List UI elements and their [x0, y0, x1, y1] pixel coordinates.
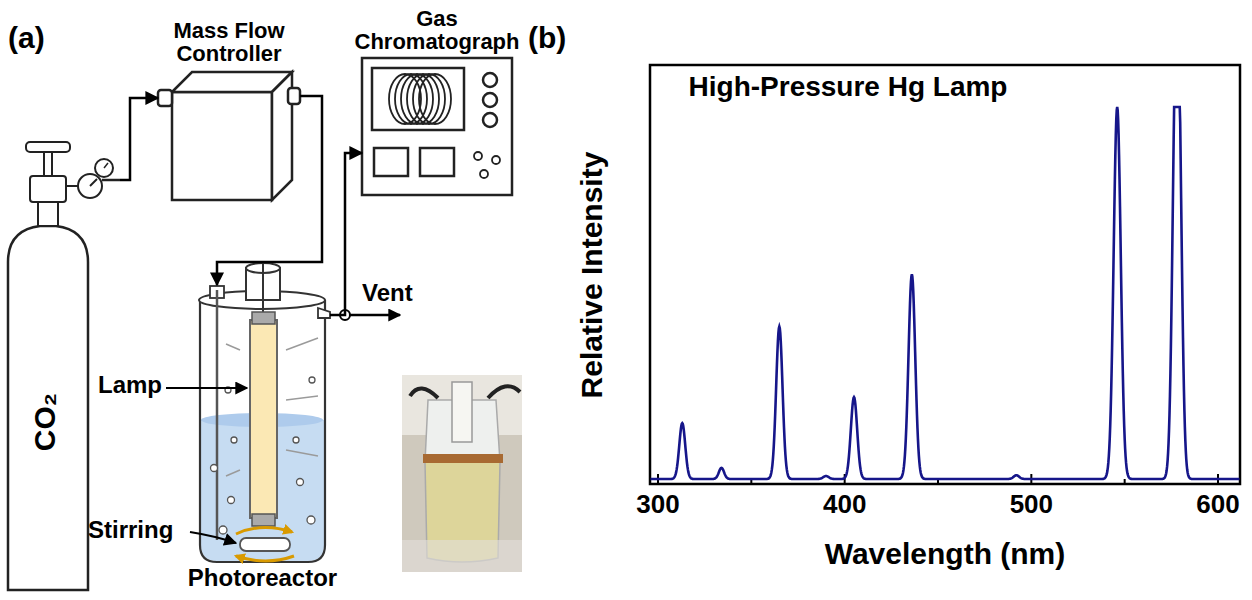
vent-line: [350, 314, 400, 317]
reactor-photo: [410, 388, 438, 398]
light-rays: [226, 344, 240, 350]
leader-line: [190, 532, 236, 543]
gas-bubbles: [297, 479, 304, 486]
stir-bar: [236, 527, 294, 561]
equipment-heading: Gas Chromatograph: [337, 7, 537, 55]
gas-cylinder: [95, 159, 113, 177]
gas-line: [120, 98, 158, 180]
tick-label: 600: [1196, 490, 1239, 518]
part-label: Vent: [362, 280, 413, 306]
gas-cylinder: [44, 150, 52, 176]
part-label: Lamp: [98, 372, 162, 398]
part-label: Stirring: [88, 517, 173, 543]
column-coil: [413, 74, 445, 124]
column-coil: [389, 74, 451, 124]
light-rays: [226, 470, 240, 476]
gas-cylinder: [78, 174, 102, 198]
gas-bubbles: [309, 377, 315, 383]
chart-frame: [650, 65, 1240, 484]
reactor-photo: [402, 540, 522, 572]
tick-label: 500: [1010, 490, 1053, 518]
vent-line: [340, 310, 400, 320]
panel-letter: (b): [528, 22, 566, 54]
gas-chromatograph: [483, 93, 497, 107]
mass-flow-controller: [288, 88, 300, 104]
spectrum-curve: [651, 107, 1240, 479]
gas-cylinder: [30, 176, 66, 202]
gas-bubbles: [211, 377, 316, 534]
leader-line: [166, 387, 247, 389]
mass-flow-controller: [172, 92, 272, 200]
gas-line: [330, 153, 362, 315]
chart-frame: [650, 65, 1240, 484]
lamp-tube: [252, 312, 275, 324]
reactor-photo: [423, 454, 503, 463]
photoreactor-vessel: [199, 262, 330, 562]
axis-title: Wavelength (nm): [825, 538, 1066, 570]
mass-flow-controller: Mass Flow Controller: [158, 70, 300, 202]
leader-line: [166, 388, 247, 543]
reactor-photo: [452, 382, 472, 442]
gas-cylinder: [104, 163, 108, 168]
photoreactor-vessel: [200, 300, 325, 562]
gas-chromatograph: [483, 113, 497, 127]
axis-title: Relative Intensity: [576, 152, 608, 399]
light-rays: [286, 338, 318, 350]
gas-cylinder: [38, 200, 58, 226]
gas-cylinder: [102, 179, 120, 182]
panel-letter: (a): [8, 22, 45, 54]
mass-flow-controller: [158, 72, 300, 200]
gas-bubbles: [231, 437, 237, 443]
gas-chromatograph: [492, 156, 500, 164]
stir-bar: [240, 538, 290, 551]
gas-chromatograph: [374, 148, 408, 176]
gas-chromatograph: [474, 152, 482, 160]
gas-cylinder: [90, 179, 97, 186]
tick-label: 400: [823, 490, 866, 518]
light-rays: [286, 450, 318, 456]
mass-flow-controller: [158, 90, 172, 106]
gas-chromatograph: Gas Chromatograph: [362, 58, 512, 195]
gas-chromatograph: [483, 73, 497, 87]
gas-chromatograph: [362, 58, 512, 195]
axis-tick: [1124, 479, 1126, 484]
gas-bubbles: [293, 437, 299, 443]
cylinder-label: CO₂: [29, 393, 61, 451]
spectrum-curve: [651, 107, 1240, 479]
stir-bar: [236, 556, 294, 561]
photoreactor-vessel: [318, 308, 330, 318]
reactor-photo: [402, 375, 522, 572]
lamp-tube: [250, 320, 277, 518]
tick-label: 300: [636, 490, 679, 518]
lamp-tube: [252, 514, 275, 526]
gas-chromatograph: [480, 170, 488, 178]
equipment-heading: Mass Flow Controller: [154, 19, 304, 67]
gas-bubbles: [228, 497, 235, 504]
gas-chromatograph: [372, 68, 464, 130]
gas-cylinder: [26, 142, 70, 152]
gas-bubbles: [211, 465, 218, 472]
gas-bubbles: [219, 526, 227, 534]
photoreactor-vessel: [216, 290, 219, 540]
reactor-photo: [488, 386, 520, 398]
chart-title: High-Pressure Hg Lamp: [689, 72, 1008, 102]
gas-cylinder: [66, 185, 78, 187]
gas-chromatograph: [362, 58, 512, 195]
column-coil: [419, 74, 451, 124]
lamp-tube: [262, 262, 264, 315]
stir-bar: [236, 527, 292, 534]
lamp-tube: [250, 262, 277, 526]
gas-bubbles: [307, 516, 315, 524]
reactor-photo: [402, 375, 522, 572]
gas-chromatograph: [420, 148, 454, 176]
gas-cylinder: [8, 226, 88, 590]
light-rays: [286, 396, 318, 400]
photoreactor: Photoreactor: [195, 285, 330, 562]
gas-line: [217, 96, 322, 285]
equipment-heading: Photoreactor: [148, 565, 378, 591]
